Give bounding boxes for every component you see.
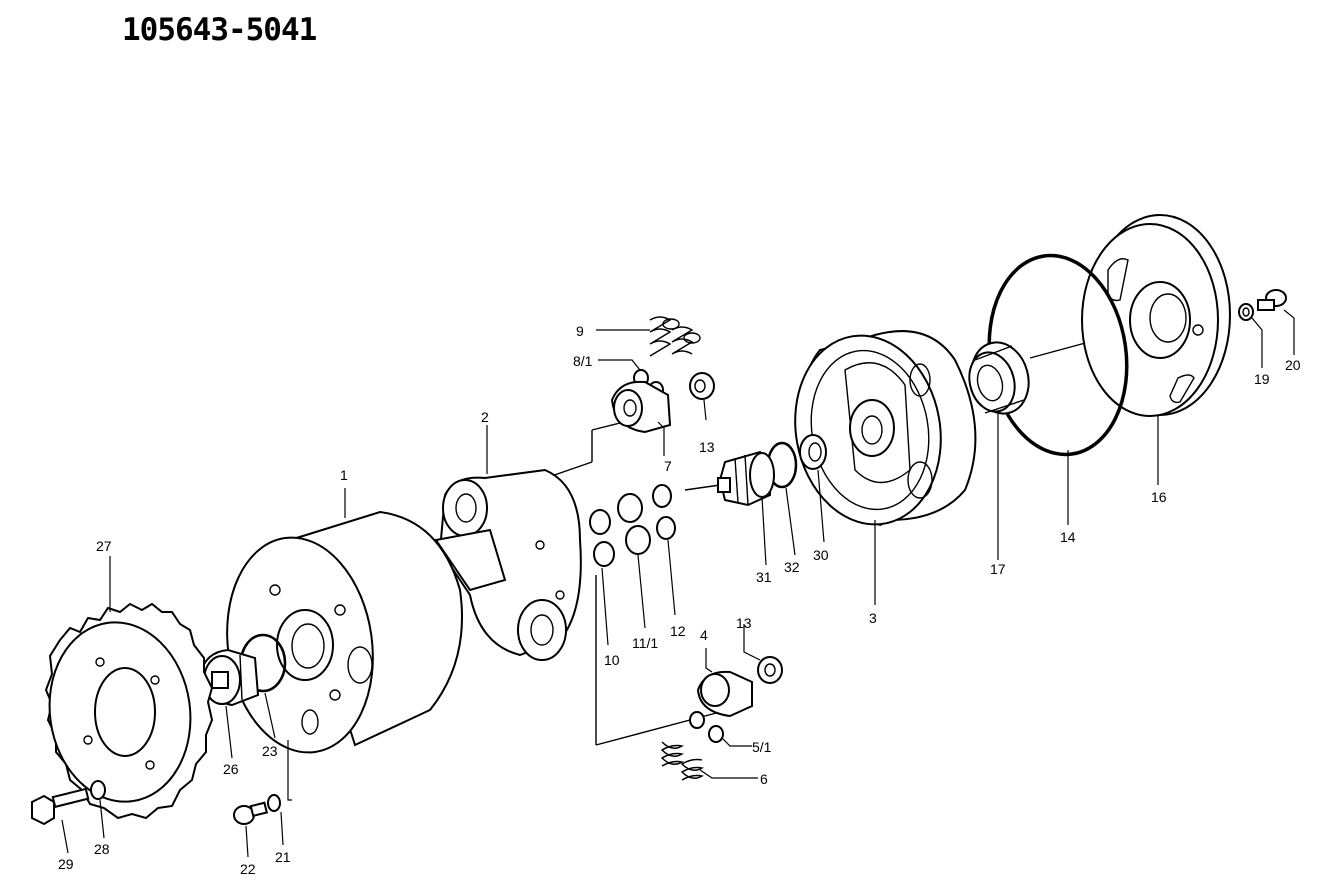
adjusting-cam-7 [610, 380, 672, 434]
callout-14: 14 [1060, 529, 1076, 545]
callout-20: 20 [1285, 357, 1301, 373]
callout-23: 23 [262, 743, 278, 759]
pump-housing-1 [226, 510, 463, 754]
callout-labels: 1 2 3 4 5/1 6 7 8/1 9 10 11/1 12 13 13 1… [58, 323, 1301, 877]
callout-17: 17 [990, 561, 1006, 577]
callout-21: 21 [275, 849, 291, 865]
screw-20 [1257, 289, 1287, 311]
plug-26 [198, 648, 260, 707]
callout-7: 7 [664, 458, 672, 474]
shim-5-1 [689, 711, 724, 743]
gear-27 [44, 602, 214, 820]
callout-2: 2 [481, 409, 489, 425]
callout-32: 32 [784, 559, 800, 575]
callout-30: 30 [813, 547, 829, 563]
roller-11-1 [617, 493, 651, 555]
callout-4: 4 [700, 627, 708, 643]
washer-28 [90, 780, 106, 800]
callout-8-1: 8/1 [573, 353, 593, 369]
nut-13-top [689, 372, 715, 400]
leader-lines [61, 309, 1295, 858]
spring-6 [660, 741, 704, 781]
washer-19 [1238, 303, 1254, 321]
spring-9 [649, 316, 701, 357]
washer-30 [799, 434, 827, 470]
callout-26: 26 [223, 761, 239, 777]
callout-12: 12 [670, 623, 686, 639]
washer-21 [267, 794, 281, 812]
end-plate-16 [1081, 214, 1231, 417]
adjusting-cam-4 [696, 670, 753, 718]
callout-6: 6 [760, 771, 768, 787]
washer-12 [652, 484, 676, 540]
page-title: 105643-5041 [122, 12, 317, 48]
callout-13-bottom: 13 [736, 615, 752, 631]
callout-9: 9 [576, 323, 584, 339]
screw-22 [233, 801, 269, 825]
callout-3: 3 [869, 610, 877, 626]
roller-holder-2 [434, 468, 582, 661]
callout-31: 31 [756, 569, 772, 585]
bolt-29 [31, 787, 90, 826]
callout-10: 10 [604, 652, 620, 668]
callout-11-1: 11/1 [632, 635, 658, 651]
callout-19: 19 [1254, 371, 1270, 387]
nut-13-bottom [757, 656, 783, 684]
callout-13-top: 13 [699, 439, 715, 455]
callout-22: 22 [240, 861, 256, 877]
callout-5-1: 5/1 [752, 739, 772, 755]
bearing-17 [968, 341, 1030, 415]
pin-10 [589, 509, 615, 567]
callout-27: 27 [96, 538, 112, 554]
valve-31 [717, 450, 775, 507]
callout-1: 1 [340, 467, 348, 483]
callout-29: 29 [58, 856, 74, 872]
callout-28: 28 [94, 841, 110, 857]
callout-16: 16 [1151, 489, 1167, 505]
housing-3 [794, 330, 977, 527]
